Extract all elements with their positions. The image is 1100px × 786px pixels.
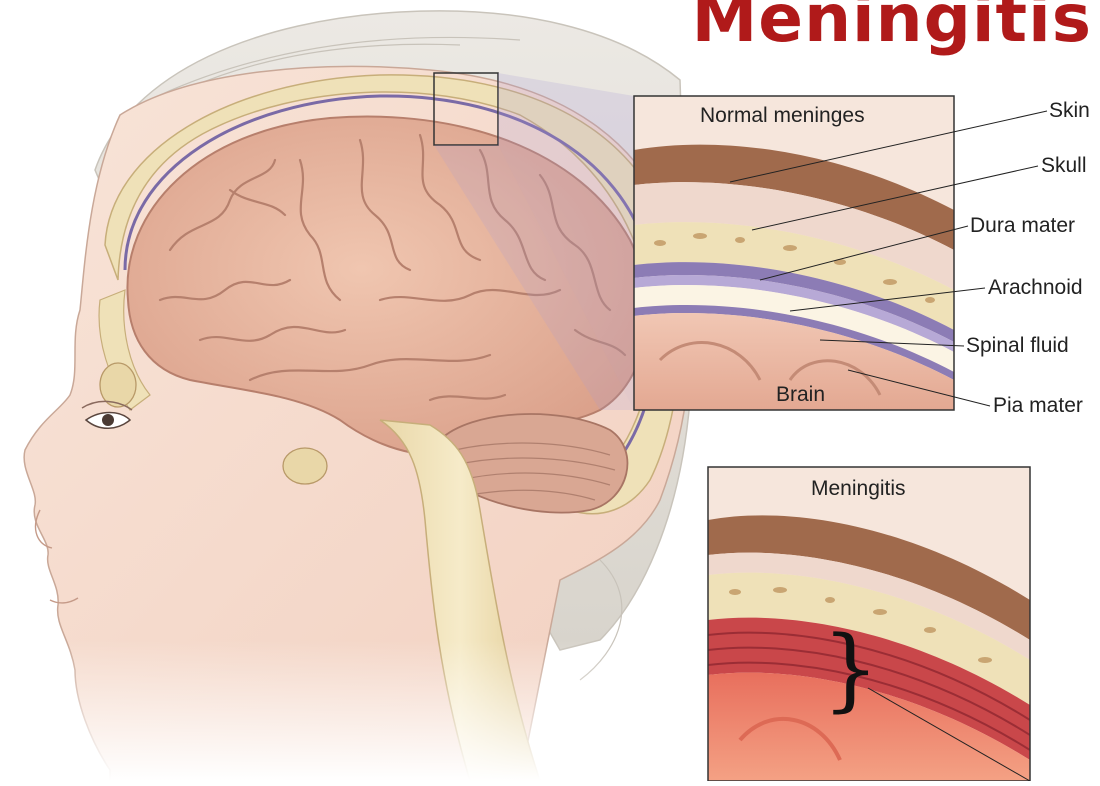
page-title: Meningitis xyxy=(692,0,1092,52)
meningitis-inset-title: Meningitis xyxy=(811,477,906,501)
label-dura-mater: Dura mater xyxy=(970,214,1075,238)
inflammation-brace: } xyxy=(822,617,879,722)
label-pia-mater: Pia mater xyxy=(993,394,1083,418)
label-arachnoid: Arachnoid xyxy=(988,276,1083,300)
label-skin: Skin xyxy=(1049,99,1090,123)
normal-inset-title: Normal meninges xyxy=(700,104,865,128)
brain-label: Brain xyxy=(776,383,825,407)
normal-inset xyxy=(634,96,954,410)
label-spinal-fluid: Spinal fluid xyxy=(966,334,1069,358)
label-skull: Skull xyxy=(1041,154,1087,178)
